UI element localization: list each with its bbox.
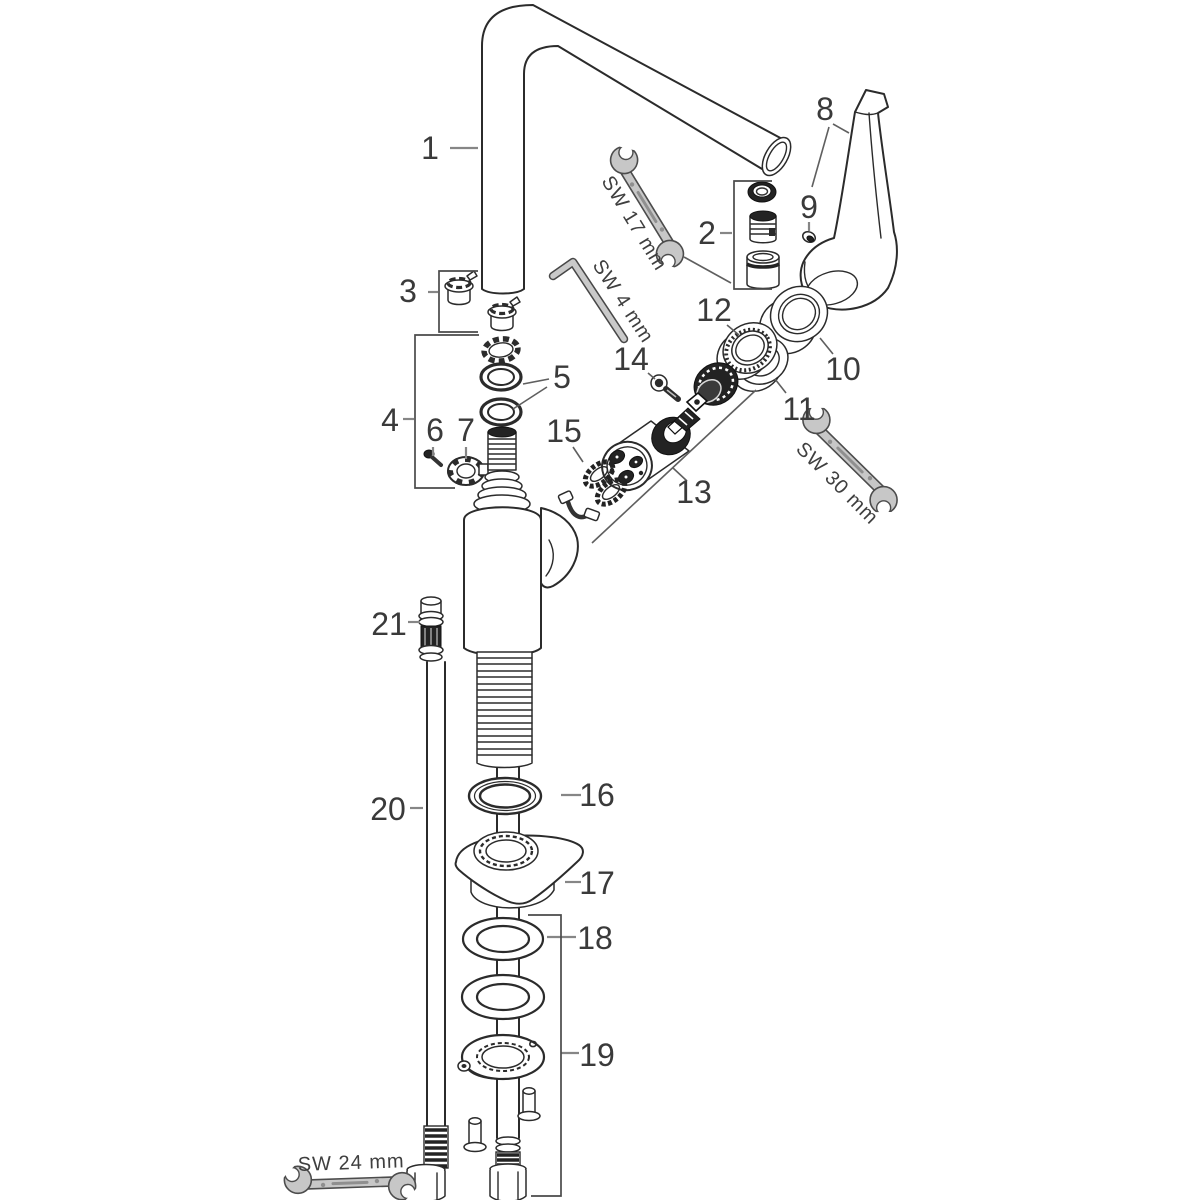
leader-part-14: [647, 372, 656, 380]
part-label-19: 19: [579, 1037, 615, 1073]
swivel-cap-b: [487, 296, 521, 332]
callouts: 1 2 3 4 5 6 7 8 9 10 11 12 13 14 15 16 1…: [297, 91, 883, 1197]
leader-part-8b: [811, 126, 830, 188]
grub-screw: [801, 230, 817, 244]
bracket-part-13: [591, 389, 757, 544]
leader-part-11: [774, 378, 787, 394]
hex-key-icon: [548, 257, 629, 344]
leader-part-10: [819, 337, 834, 355]
bracket-part-2: [733, 180, 772, 290]
leader-part-5a: [522, 378, 550, 385]
seal-hook-tool: [557, 490, 601, 522]
supply-hose: [406, 596, 449, 1200]
seal-set: [557, 459, 628, 522]
part-label-7: 7: [457, 412, 475, 448]
swivel-stop-ring: [447, 456, 489, 486]
bracket-part-19: [528, 914, 562, 1197]
part-label-17: 17: [579, 865, 615, 901]
hose-connector-top: [418, 596, 444, 662]
aerator-set: [746, 181, 780, 290]
swivel-cap-a: [444, 270, 478, 306]
part-label-15: 15: [546, 413, 582, 449]
mounting-stud-right: [517, 1087, 541, 1122]
base-o-ring: [467, 776, 543, 816]
leader-part-5b: [512, 386, 548, 410]
tool-size-label-sw24: SW 24 mm: [297, 1150, 405, 1176]
mounting-stud-left: [463, 1117, 487, 1153]
cartridge: [601, 391, 709, 492]
washer-upper: [461, 916, 545, 962]
part-label-1: 1: [421, 130, 439, 166]
leader-part-12: [726, 324, 740, 336]
faucet-body: [463, 426, 579, 1139]
bracket-part-4: [414, 334, 479, 489]
part-label-5: 5: [553, 359, 571, 395]
escutcheon-plate: [454, 831, 584, 909]
spout-pipe: [481, 4, 792, 295]
bracket-part-3: [438, 270, 478, 333]
part-label-4: 4: [381, 402, 399, 438]
part-label-18: 18: [577, 920, 613, 956]
hose-nut-bottom: [406, 1125, 449, 1200]
cartridge-knurled-cup: [693, 362, 739, 406]
part-label-13: 13: [676, 474, 712, 510]
c-clip-ring: [481, 336, 521, 364]
fixation-set: [457, 973, 546, 1200]
supply-stud-connector: [489, 1136, 527, 1200]
leader-part-15: [572, 446, 584, 463]
part-label-3: 3: [399, 273, 417, 309]
part-label-2: 2: [698, 215, 716, 251]
part-label-9: 9: [800, 189, 818, 225]
part-label-10: 10: [825, 351, 861, 387]
part-label-14: 14: [613, 341, 649, 377]
part-label-16: 16: [579, 777, 615, 813]
leader-wrench17-to-aerator: [683, 256, 732, 284]
part-label-11: 11: [782, 391, 815, 427]
part-label-20: 20: [370, 791, 406, 827]
o-ring-pair: [479, 362, 523, 427]
part-label-12: 12: [696, 292, 732, 328]
cartridge-screw: [650, 374, 681, 402]
leader-part-13: [672, 467, 688, 482]
part-label-6: 6: [426, 412, 444, 448]
leader-part-8: [832, 123, 850, 134]
part-label-8: 8: [816, 91, 834, 127]
part-label-21: 21: [371, 606, 407, 642]
